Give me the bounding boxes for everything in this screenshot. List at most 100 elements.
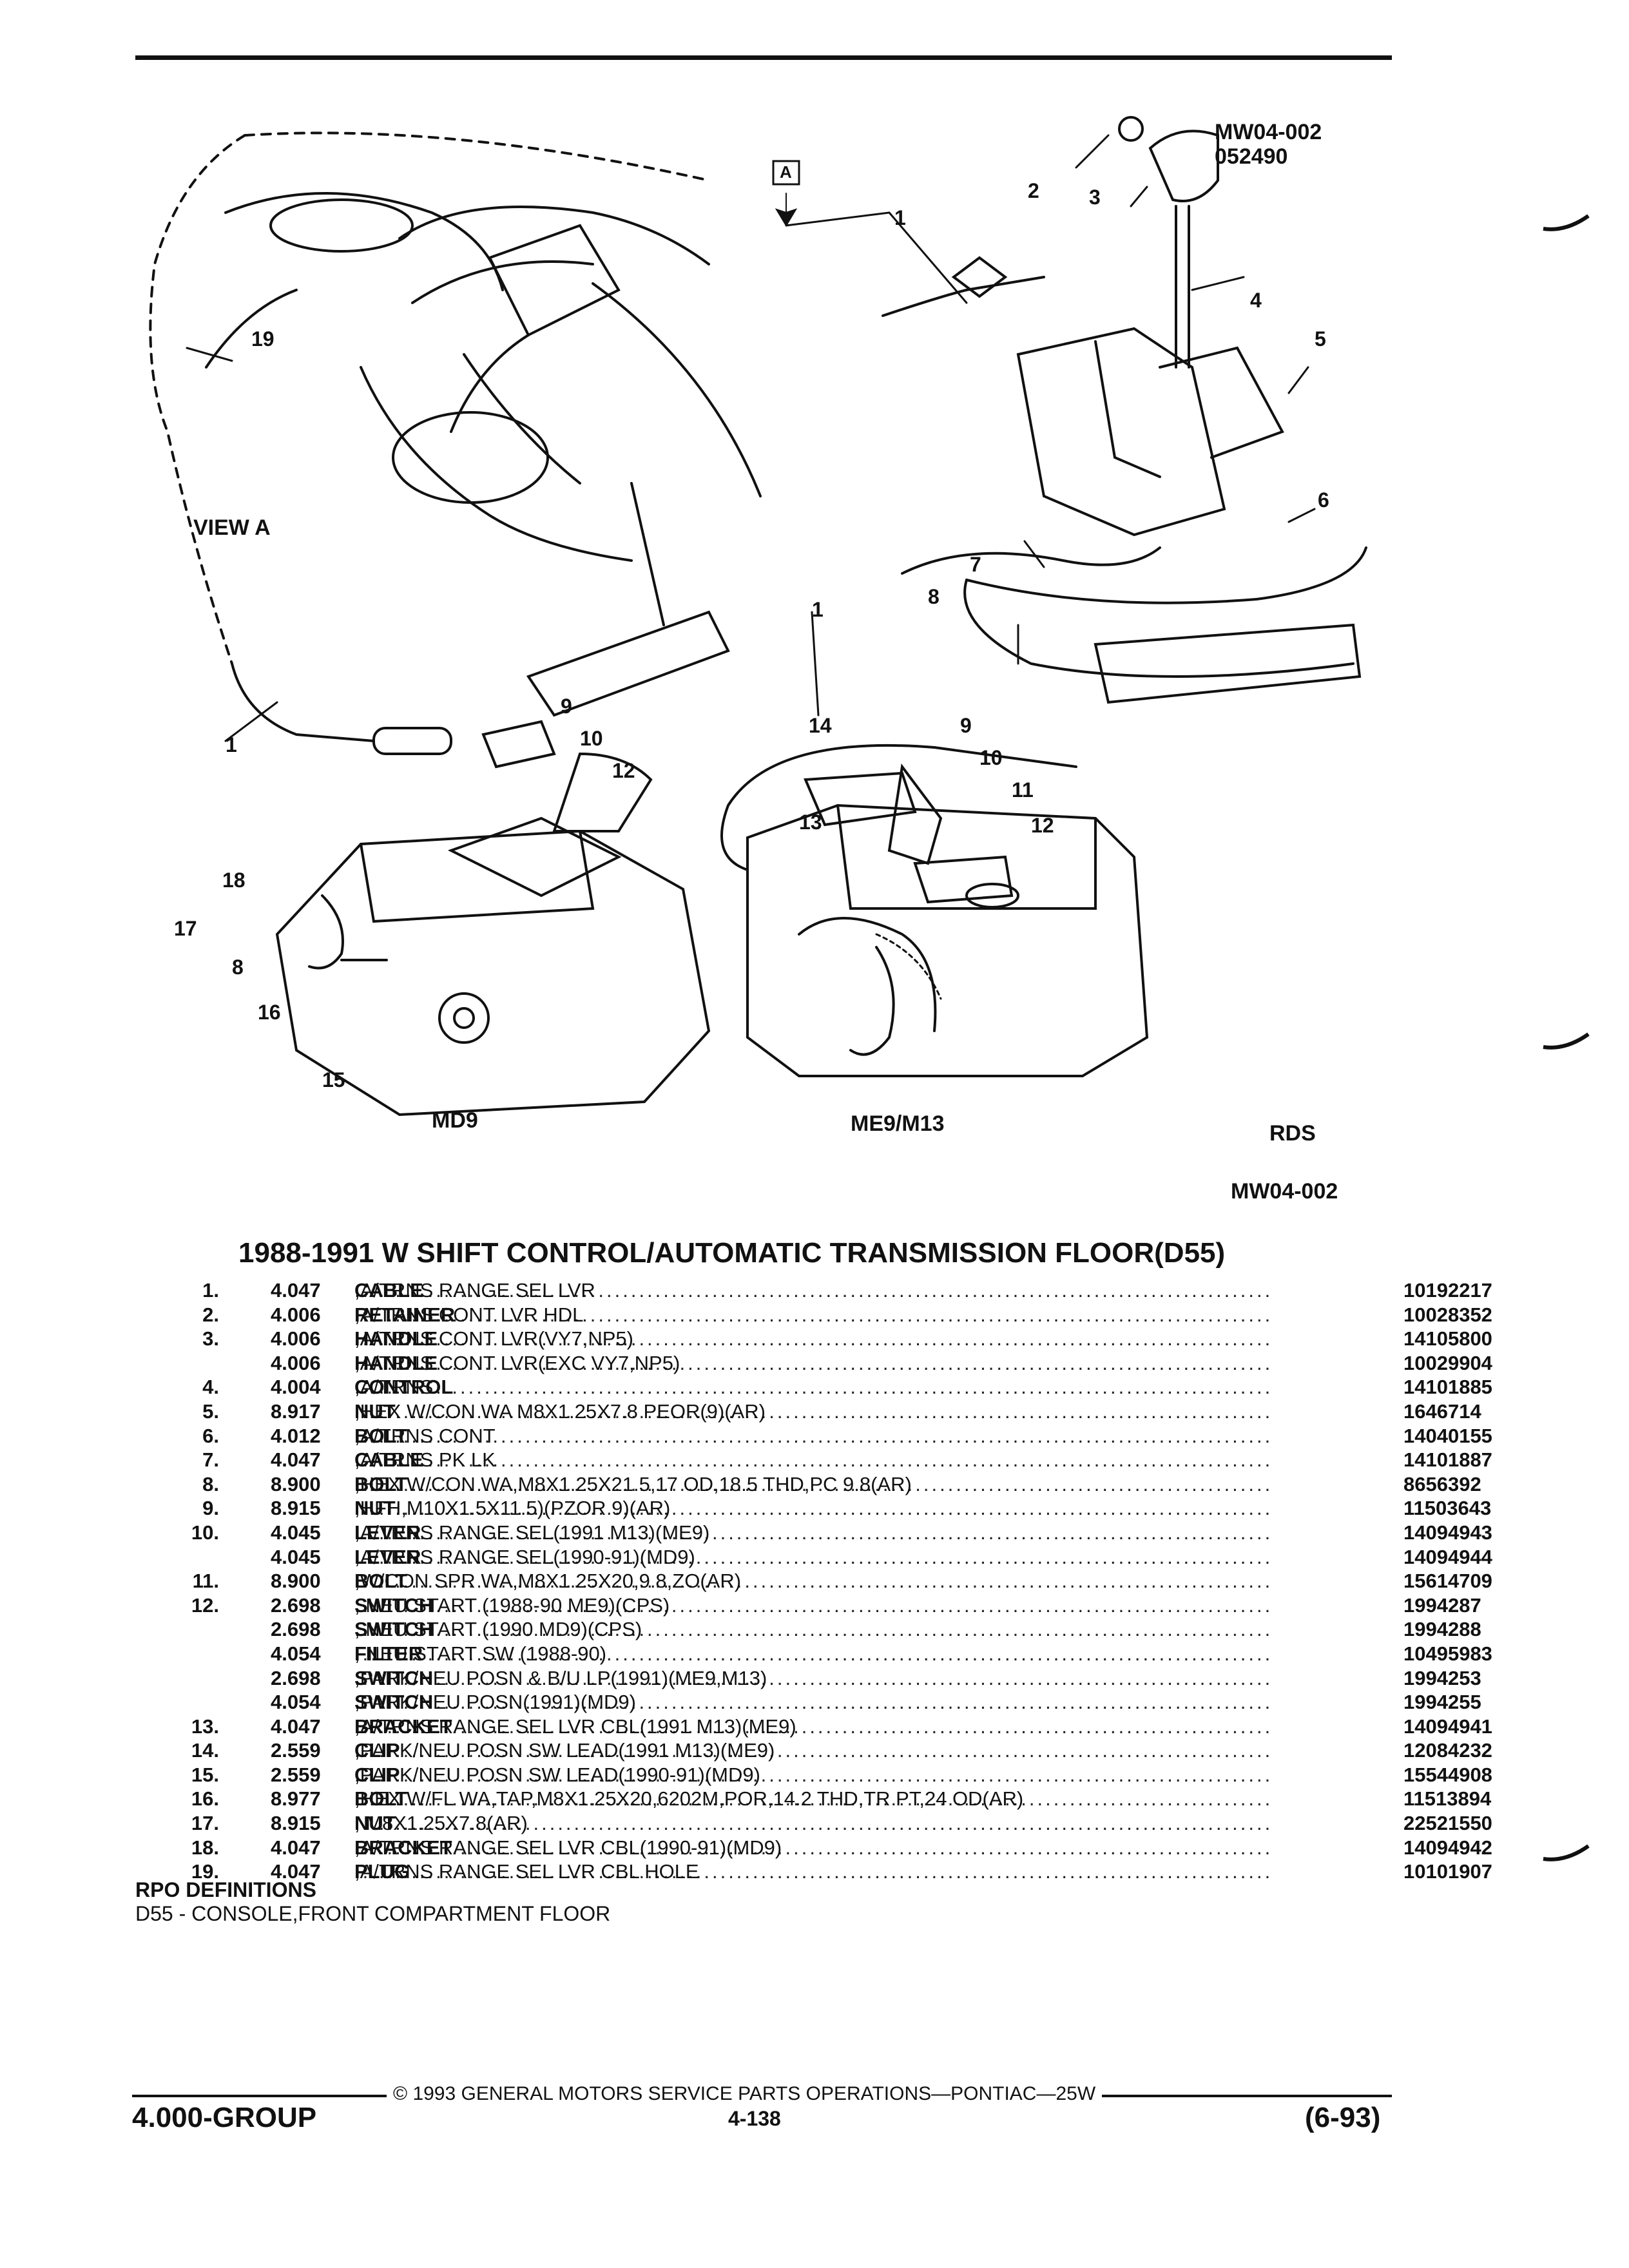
table-row: 13.4.047................................… [180,1715,1492,1740]
leader-dots: ........................................… [354,1303,1269,1326]
callout-1-main: 1 [894,206,906,229]
footer-page-number: 4-138 [728,2107,781,2130]
margin-mark-3 [1543,1844,1590,1861]
part-detail: ,PARK/NEU POSN SW LEAD(1991 M13)(ME9) [354,1739,775,1762]
table-row: 6.4.012.................................… [180,1424,1492,1449]
part-name: CLIP [354,1739,400,1762]
callout-3: 3 [1089,186,1101,209]
group-number: 8.900 [271,1472,321,1495]
part-detail: ,A/TRNS RANGE SEL LVR CBL(1990-91)(MD9) [354,1836,782,1859]
leader-dots: ........................................… [354,1593,1269,1617]
table-row: 9.8.915.................................… [180,1497,1492,1521]
table-row: 4.054...................................… [271,1642,1492,1666]
part-name: BOLT [354,1787,408,1811]
parts-list: 1.4.047.................................… [180,1279,1492,1885]
leader-dots: ........................................… [354,1860,1269,1883]
part-detail: ,PARK/NEU POSN & B/U LP(1991)(ME9,M13) [354,1666,767,1689]
view-a-marker: A [780,162,792,182]
part-name: NUT [354,1399,396,1423]
leader-dots: ........................................… [354,1836,1269,1859]
callout-10-me9: 10 [979,746,1003,769]
part-name: HANDLE [354,1351,438,1374]
leader-dots: ........................................… [354,1424,1269,1447]
leader-dots: ........................................… [354,1812,1269,1835]
callout-12-me9: 12 [1031,814,1054,837]
callout-7: 7 [970,553,981,576]
top-rule [135,55,1392,60]
callout-14: 14 [809,714,832,737]
part-detail: , NEU START (1988-90 ME9)(CPS) [354,1593,670,1617]
callout-5: 5 [1315,327,1326,351]
part-detail: ,HEX W/CON WA M8X1.25X7.8 PEOR(9)(AR) [354,1399,766,1423]
group-number: 8.977 [271,1787,321,1811]
part-detail: ,A/TRNS CONT LVR(VY7,NP5) [354,1327,633,1350]
leader-dots: ........................................… [354,1399,1269,1423]
part-detail: ,A/TRNS PK LK [354,1448,496,1472]
table-row: 10.4.045................................… [180,1521,1492,1546]
group-number: 8.915 [271,1812,321,1835]
part-detail: , NEU START SW (1988-90) [354,1642,607,1665]
item-number: 5. [202,1399,219,1423]
leader-dots: ........................................… [354,1763,1269,1786]
table-row: 8.8.900.................................… [180,1472,1481,1497]
leader-dots: ........................................… [354,1739,1269,1762]
leader-dots: ........................................… [354,1376,1269,1399]
part-name: BRACKET [354,1715,452,1738]
figure-code: MW04-002 [1231,1179,1338,1204]
leader-dots: ........................................… [354,1279,1269,1302]
group-number: 8.917 [271,1399,321,1423]
group-number: 4.047 [271,1279,321,1302]
leader-dots: ........................................… [354,1570,1269,1593]
callout-1-me9: 1 [812,598,824,621]
leader-dots: ........................................… [354,1715,1269,1738]
footer-date: (6-93) [1305,2102,1381,2133]
item-number: 11. [192,1570,219,1593]
callout-16: 16 [258,1001,281,1024]
rpo-definitions: RPO DEFINITIONS D55 - CONSOLE,FRONT COMP… [135,1878,610,1926]
leader-dots: ........................................… [354,1691,1269,1714]
part-name: CLIP [354,1763,400,1786]
part-detail: , M8X1.25X7.8(AR) [354,1812,528,1835]
part-detail: ,PARK/NEU POSN(1991)(MD9) [354,1691,636,1714]
part-name: SWITCH [354,1666,434,1689]
table-row: 4.054...................................… [271,1691,1481,1715]
reference-code: MW04-002 [1215,120,1322,144]
callout-17: 17 [174,917,197,940]
part-name: FILTER [354,1642,423,1665]
group-number: 2.559 [271,1763,321,1786]
item-number: 16. [191,1787,219,1811]
table-row: 2.4.006.................................… [180,1303,1492,1328]
leader-dots: ........................................… [354,1787,1269,1811]
item-number: 4. [202,1376,219,1399]
leader-dots: ........................................… [354,1351,1269,1374]
group-number: 8.900 [271,1570,321,1593]
callout-13: 13 [799,811,822,834]
part-detail: , NEU START (1990 MD9)(CPS) [354,1618,642,1641]
callout-10-md9: 10 [580,727,603,750]
part-detail: ,A/TRNS RANGE SEL LVR [354,1279,595,1302]
part-detail: ,A/TRNS CONT LVR HDL [354,1303,584,1326]
part-detail: ,HEX W/CON WA,M8X1.25X21.5,17 OD,18.5 TH… [354,1472,912,1495]
rpo-definition: D55 - CONSOLE,FRONT COMPARTMENT FLOOR [135,1902,611,1925]
group-number: 4.006 [271,1327,321,1350]
reference-date: 052490 [1215,144,1288,169]
group-number: 4.047 [271,1448,321,1472]
leader-dots: ........................................… [354,1642,1269,1665]
group-number: 4.054 [271,1691,321,1714]
group-number: 4.045 [271,1545,321,1568]
variant-md9-label: MD9 [432,1108,478,1133]
group-number: 2.698 [271,1593,321,1617]
part-detail: ,A/TRNS RANGE SEL LVR CBL HOLE [354,1860,699,1883]
item-number: 19. [191,1860,219,1883]
table-row: 15.2.559................................… [180,1763,1492,1788]
item-number: 13. [191,1715,219,1738]
group-number: 4.054 [271,1642,321,1665]
item-number: 18. [191,1836,219,1859]
item-number: 8. [202,1472,219,1495]
table-row: 12. 2.698................................… [180,1593,1481,1619]
part-name: BOLT [354,1424,408,1447]
table-row: 11. 8.900................................… [180,1570,1492,1594]
callout-15: 15 [322,1068,345,1091]
item-number: 12. [191,1593,219,1617]
item-number: 7. [202,1448,219,1472]
